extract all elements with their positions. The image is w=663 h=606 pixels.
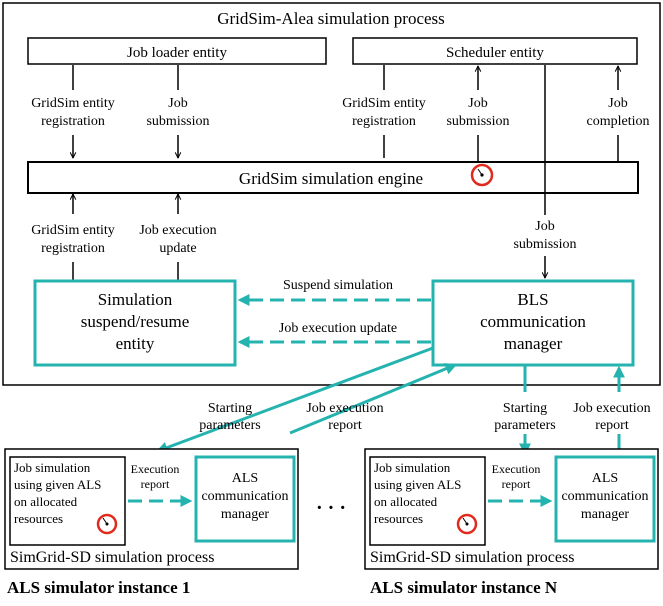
- bls-label-3: manager: [504, 334, 563, 353]
- arrow-job-execution-report-1: [289, 363, 458, 435]
- als-n-line2: communication: [561, 489, 648, 504]
- label-starting-parameters-nb: parameters: [494, 418, 555, 433]
- job-sim-1-line4: resources: [14, 511, 63, 526]
- job-sim-n-line4: resources: [374, 511, 423, 526]
- label-exec-update-1: Job execution: [139, 223, 216, 238]
- suspend-resume-entity: [33, 279, 237, 367]
- instance-caption-1: ALS simulator instance 1: [7, 578, 190, 597]
- label-starting-parameters-1b: parameters: [199, 418, 260, 433]
- job-sim-n-line1: Job simulation: [374, 460, 451, 475]
- label-job-execution-report-1b: report: [328, 418, 362, 433]
- job-sim-n-line3: on allocated: [374, 494, 438, 509]
- job-sim-1-line1: Job simulation: [14, 460, 91, 475]
- label-job-execution-report-nb: report: [595, 418, 629, 433]
- job-sim-1-line3: on allocated: [14, 494, 78, 509]
- clock-icon: [456, 513, 478, 535]
- suspend-resume-label-1: Simulation: [98, 290, 173, 309]
- als-instance-1: Job simulation using given ALS on alloca…: [4, 448, 299, 597]
- label-job-execution-report-1a: Job execution: [306, 401, 383, 416]
- bls-label-1: BLS: [517, 290, 548, 309]
- label-bls-submission-2: submission: [513, 237, 576, 252]
- execution-report-1a: Execution: [131, 462, 180, 476]
- arrow-starting-parameters-1: [155, 346, 434, 454]
- suspend-resume-label-2: suspend/resume: [81, 312, 190, 331]
- als-1-line2: communication: [201, 489, 288, 504]
- job-sim-n-line2: using given ALS: [374, 477, 461, 492]
- simgrid-process-label-1: SimGrid-SD simulation process: [10, 549, 214, 566]
- process-title: GridSim-Alea simulation process: [217, 9, 445, 28]
- label-starting-parameters-1a: Starting: [208, 401, 252, 416]
- als-n-line1: ALS: [592, 471, 618, 486]
- scheduler-label: Scheduler entity: [446, 45, 544, 61]
- als-communication-manager-n: [554, 455, 656, 543]
- label-job-execution-report-na: Job execution: [573, 401, 650, 416]
- bls-communication-manager: [431, 279, 635, 367]
- label-loader-submission-2: submission: [146, 114, 209, 129]
- label-exec-update-2: update: [159, 241, 196, 256]
- label-starting-parameters-na: Starting: [503, 401, 547, 416]
- label-scheduler-registration-1: GridSim entity: [342, 96, 426, 111]
- label-job-execution-update: Job execution update: [279, 321, 397, 336]
- label-job-completion-1: Job: [608, 96, 627, 111]
- label-suspend-registration-2: registration: [41, 241, 105, 256]
- label-scheduler-registration-2: registration: [352, 114, 416, 129]
- bls-label-2: communication: [480, 312, 586, 331]
- label-loader-submission-1: Job: [168, 96, 187, 111]
- als-1-line3: manager: [221, 507, 270, 522]
- als-n-line3: manager: [581, 507, 630, 522]
- scheduler-entity: [352, 37, 638, 65]
- gridsim-simulation-engine: [27, 161, 639, 194]
- label-suspend-simulation: Suspend simulation: [283, 278, 393, 293]
- job-loader-label: Job loader entity: [127, 45, 227, 61]
- label-suspend-registration-1: GridSim entity: [31, 223, 115, 238]
- label-loader-registration-2: registration: [41, 114, 105, 129]
- simgrid-process-label-n: SimGrid-SD simulation process: [370, 549, 574, 566]
- label-loader-registration-1: GridSim entity: [31, 96, 115, 111]
- job-loader-entity: [27, 37, 327, 65]
- label-scheduler-submission-1: Job: [468, 96, 487, 111]
- ellipsis: · · ·: [316, 497, 346, 519]
- execution-report-na: Execution: [492, 462, 541, 476]
- als-instance-n: Job simulation using given ALS on alloca…: [364, 448, 659, 597]
- als-1-line1: ALS: [232, 471, 258, 486]
- engine-label: GridSim simulation engine: [239, 169, 423, 188]
- execution-report-1b: report: [141, 477, 170, 491]
- instance-caption-n: ALS simulator instance N: [370, 578, 558, 597]
- label-scheduler-submission-2: submission: [446, 114, 509, 129]
- job-sim-1-line2: using given ALS: [14, 477, 101, 492]
- label-bls-submission-1: Job: [535, 219, 554, 234]
- label-job-completion-2: completion: [587, 114, 650, 129]
- als-communication-manager-1: [194, 455, 296, 543]
- clock-icon: [470, 163, 494, 187]
- clock-icon: [96, 513, 118, 535]
- execution-report-nb: report: [502, 477, 531, 491]
- suspend-resume-label-3: entity: [116, 334, 155, 353]
